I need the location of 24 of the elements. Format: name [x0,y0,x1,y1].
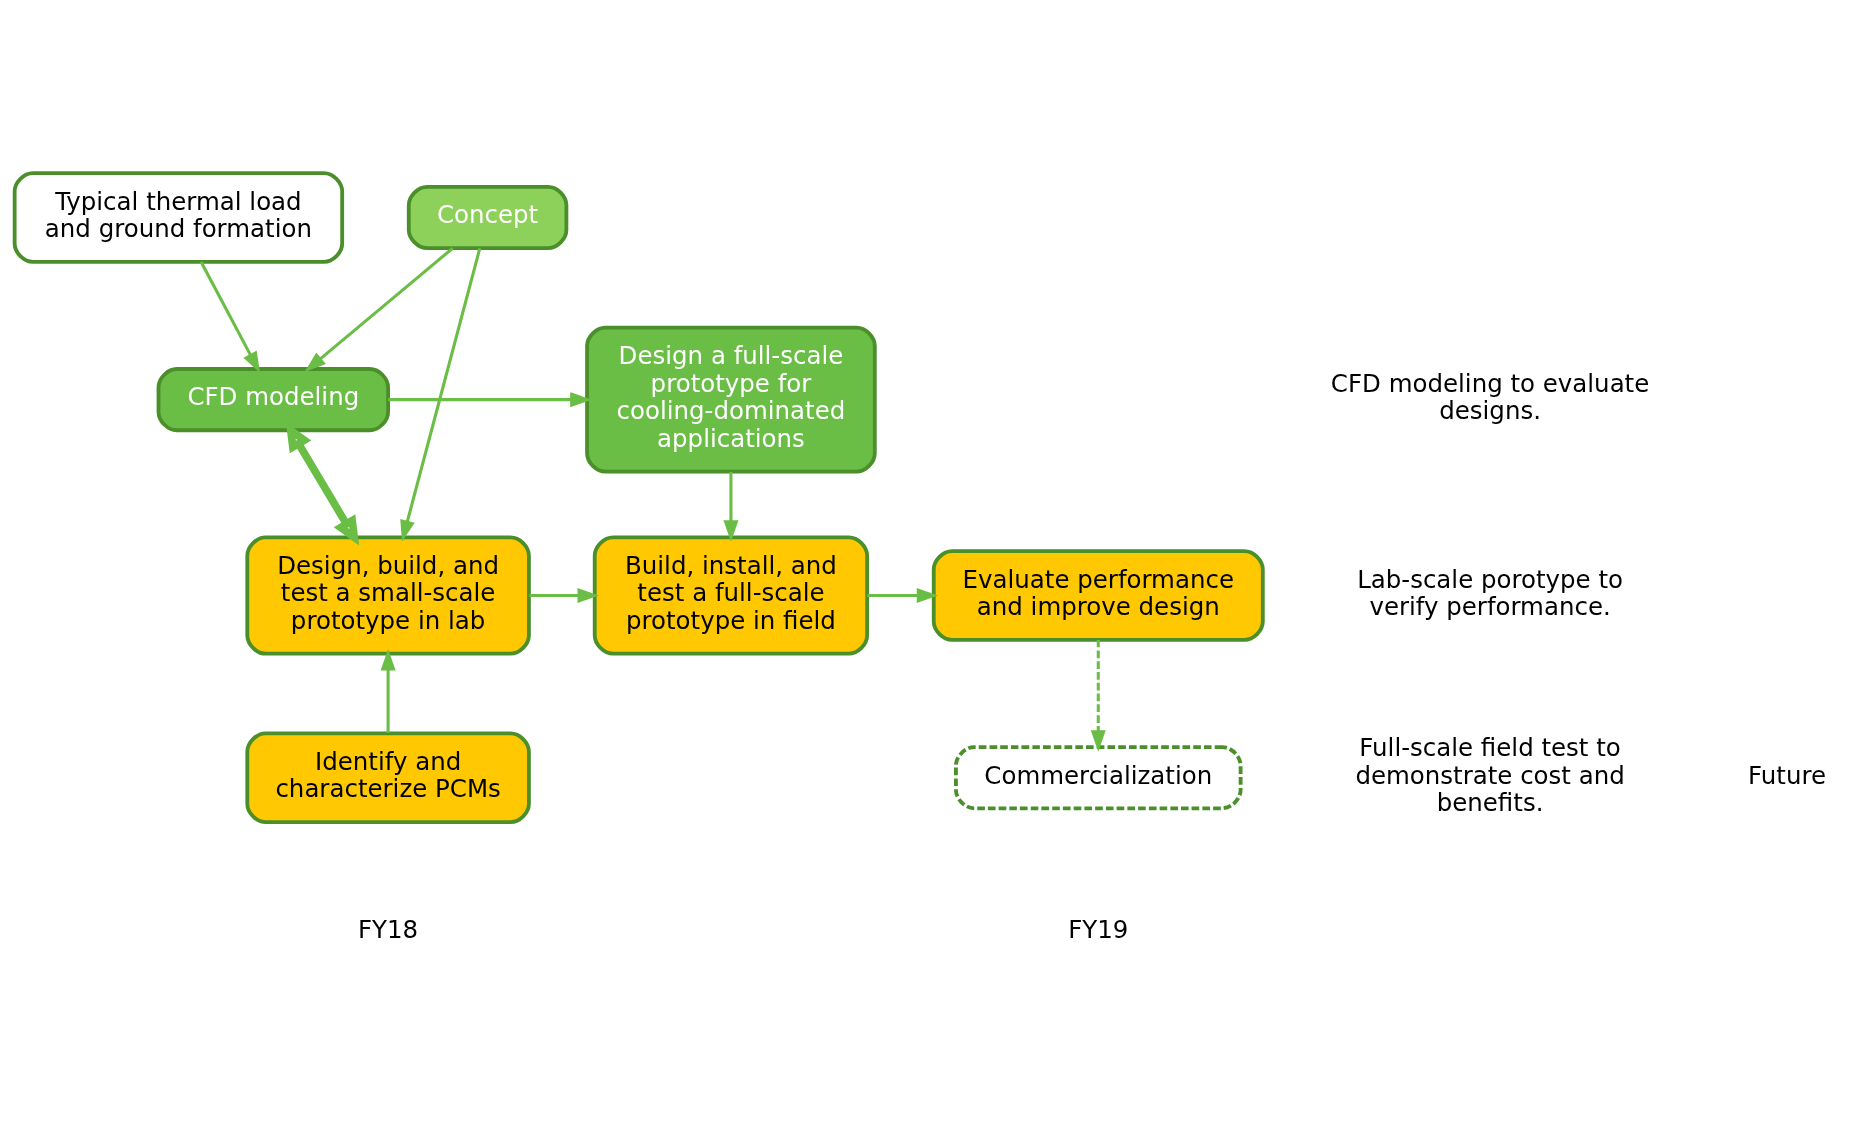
label: FY19 [1068,914,1129,944]
label: Future [1748,760,1826,789]
node-box: Commercialization [954,744,1243,810]
arrow [388,391,592,407]
node-box: Typical thermal load and ground formation [12,170,345,264]
label: Lab-scale porotype to verify performance. [1357,564,1623,621]
arrow [1090,639,1106,752]
label: CFD modeling to evaluate designs. [1330,368,1650,425]
node-box: Design, build, and test a small-scale prototype in lab [245,534,531,656]
node-box: Build, install, and test a full-scale prototype in field [592,534,870,656]
node-box: Concept [406,184,569,250]
node-box: Design a full-scale prototype for cooling-dominated applications [585,325,877,473]
arrow [867,587,939,603]
label: Full-scale field test to demonstrate cost and benefits. [1355,732,1625,817]
arrow [199,260,261,373]
arrow [304,246,454,372]
arrow [380,648,396,733]
arrow [400,247,482,542]
arrow [529,587,599,603]
arrow [723,471,739,542]
node-box: Identify and characterize PCMs [245,730,531,824]
label: FY18 [358,914,419,944]
node-box: CFD modeling [156,366,390,432]
node-box: Evaluate performance and improve design [931,548,1265,642]
